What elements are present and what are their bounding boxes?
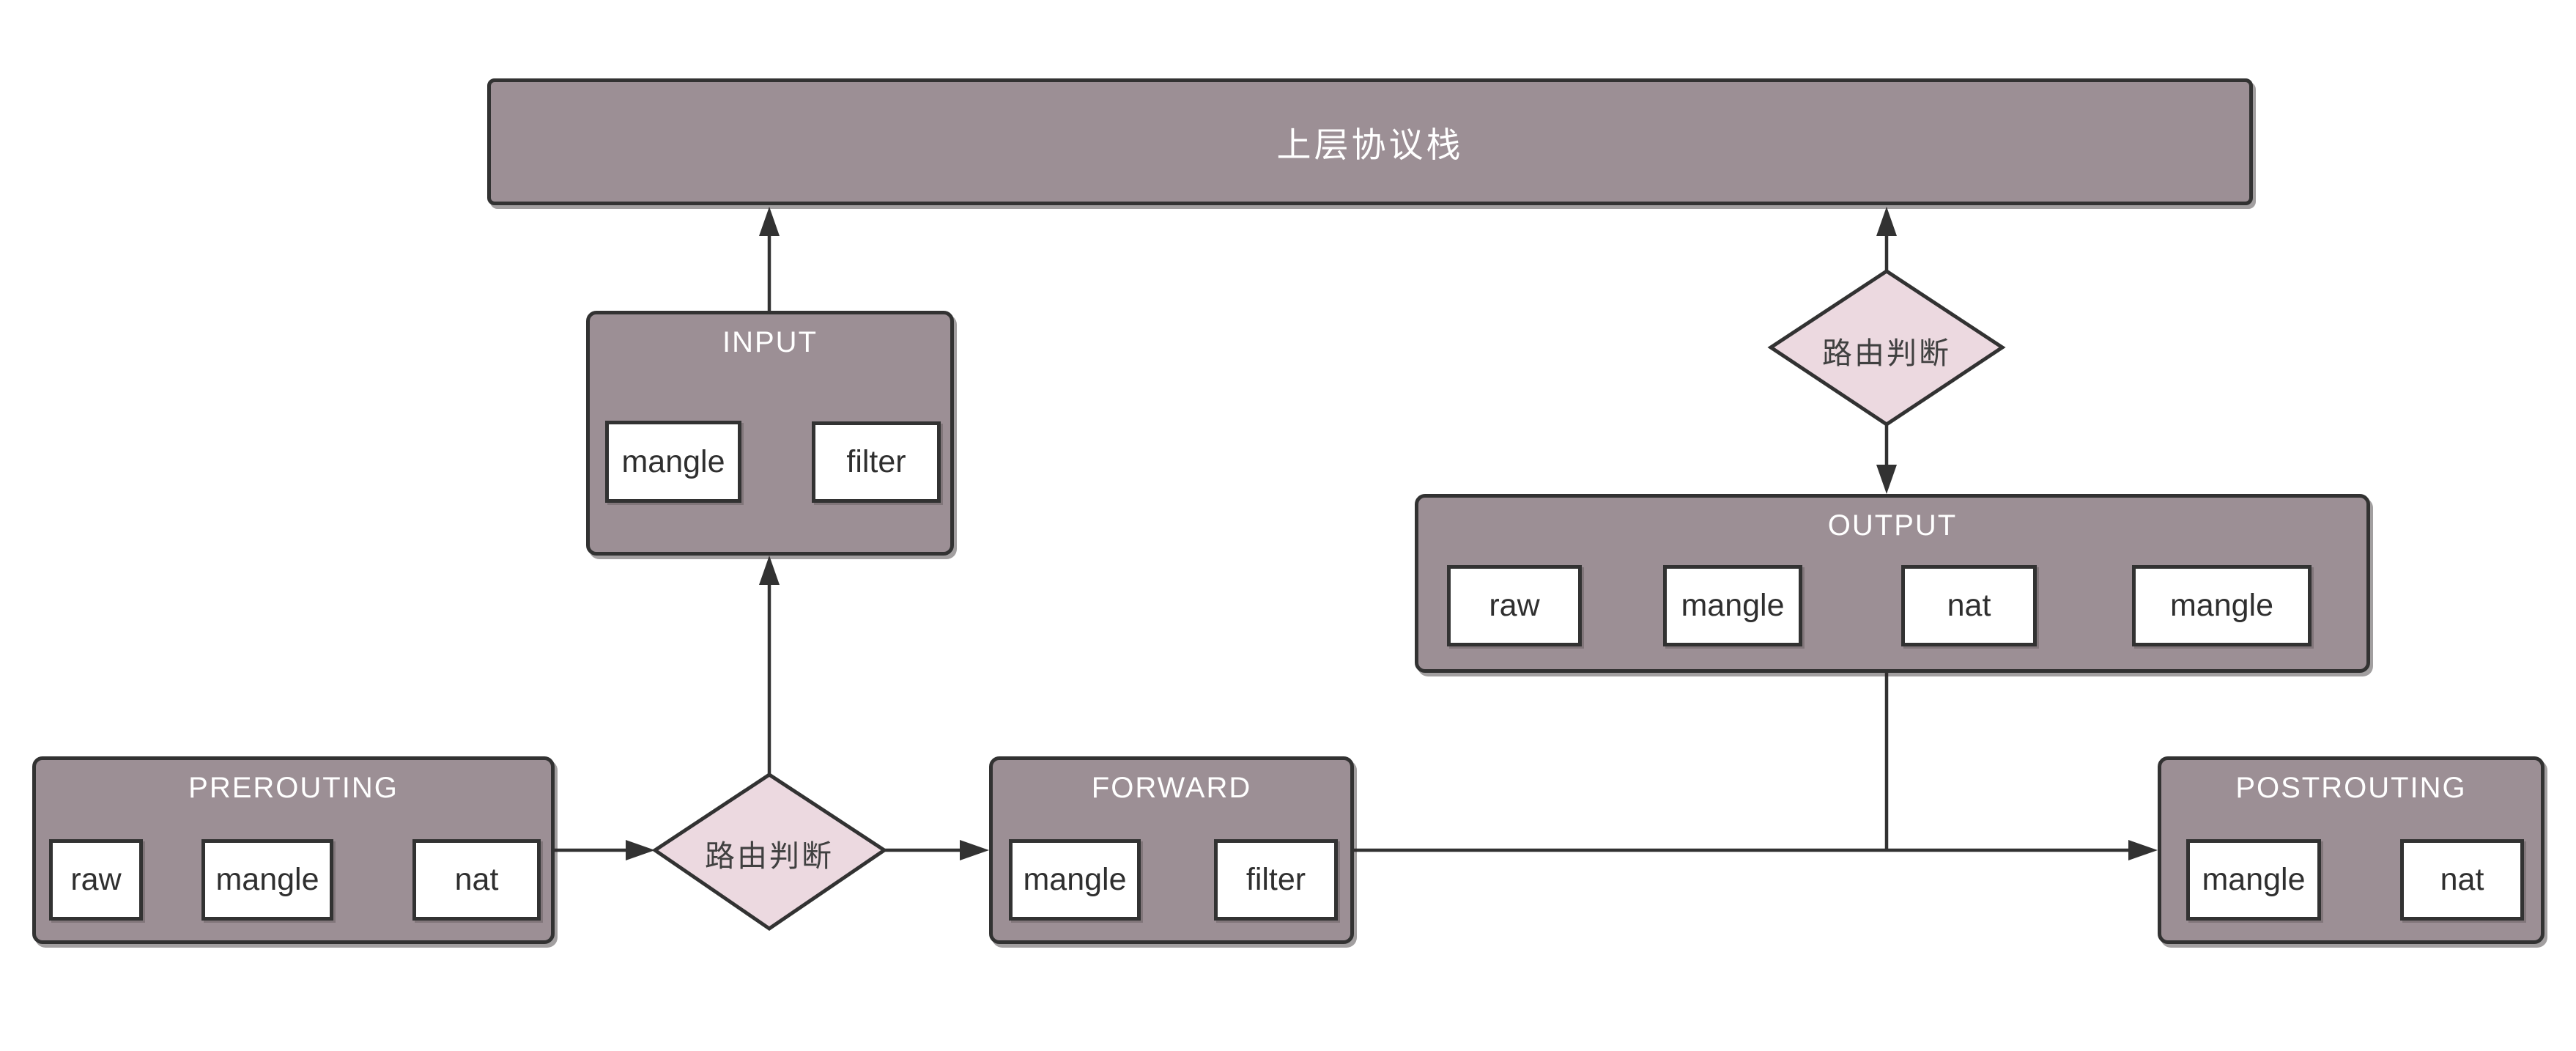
output-table-nat: nat [1901, 565, 2037, 646]
output-table-mangle: mangle [1663, 565, 1802, 646]
postrouting-chain-box: POSTROUTING mangle nat [2158, 756, 2544, 944]
forward-table-filter: filter [1214, 839, 1338, 921]
connector-decision-right-to-output [1876, 424, 1897, 494]
output-table-mangle-2: mangle [2132, 565, 2312, 646]
arrow-up-icon [759, 556, 780, 585]
connector-decision-right-to-stack [1876, 207, 1897, 272]
output-table-raw: raw [1447, 565, 1582, 646]
arrow-up-icon [1876, 207, 1897, 236]
input-chain-title: INPUT [722, 326, 818, 358]
prerouting-table-mangle: mangle [201, 839, 333, 921]
postrouting-chain-title: POSTROUTING [2235, 772, 2467, 804]
forward-chain-box: FORWARD mangle filter [989, 756, 1354, 944]
arrow-down-icon [1876, 465, 1897, 494]
decision-right-label: 路由判断 [1822, 336, 1951, 370]
arrow-right-icon [960, 840, 989, 860]
connector-decision-left-to-forward [884, 840, 989, 860]
forward-table-mangle: mangle [1009, 839, 1141, 921]
forward-chain-title: FORWARD [1091, 772, 1252, 804]
decision-left-label: 路由判断 [705, 839, 834, 873]
connector-input-to-stack [759, 207, 780, 311]
prerouting-table-nat: nat [412, 839, 541, 921]
upper-protocol-stack-box: 上层协议栈 [487, 78, 2253, 205]
arrow-right-icon [2128, 840, 2158, 860]
decision-diamond-left [651, 772, 888, 932]
connector-forward-to-postrouting [1354, 840, 2158, 860]
arrow-right-icon [626, 840, 655, 860]
arrow-up-icon [759, 207, 780, 236]
input-table-filter: filter [812, 421, 941, 503]
postrouting-table-nat: nat [2400, 839, 2524, 921]
input-chain-box: INPUT mangle filter [586, 311, 954, 556]
output-chain-box: OUTPUT raw mangle nat mangle [1415, 494, 2370, 673]
postrouting-table-mangle: mangle [2186, 839, 2321, 921]
output-chain-title: OUTPUT [1827, 509, 1958, 542]
prerouting-chain-title: PREROUTING [188, 772, 399, 804]
input-table-mangle: mangle [605, 421, 741, 503]
decision-diamond-right [1767, 269, 2006, 427]
prerouting-table-raw: raw [49, 839, 143, 921]
connector-decision-left-to-input [759, 556, 780, 775]
upper-protocol-stack-label: 上层协议栈 [1276, 125, 1464, 164]
prerouting-chain-box: PREROUTING raw mangle nat [32, 756, 555, 944]
connector-prerouting-to-decision-left [555, 840, 655, 860]
